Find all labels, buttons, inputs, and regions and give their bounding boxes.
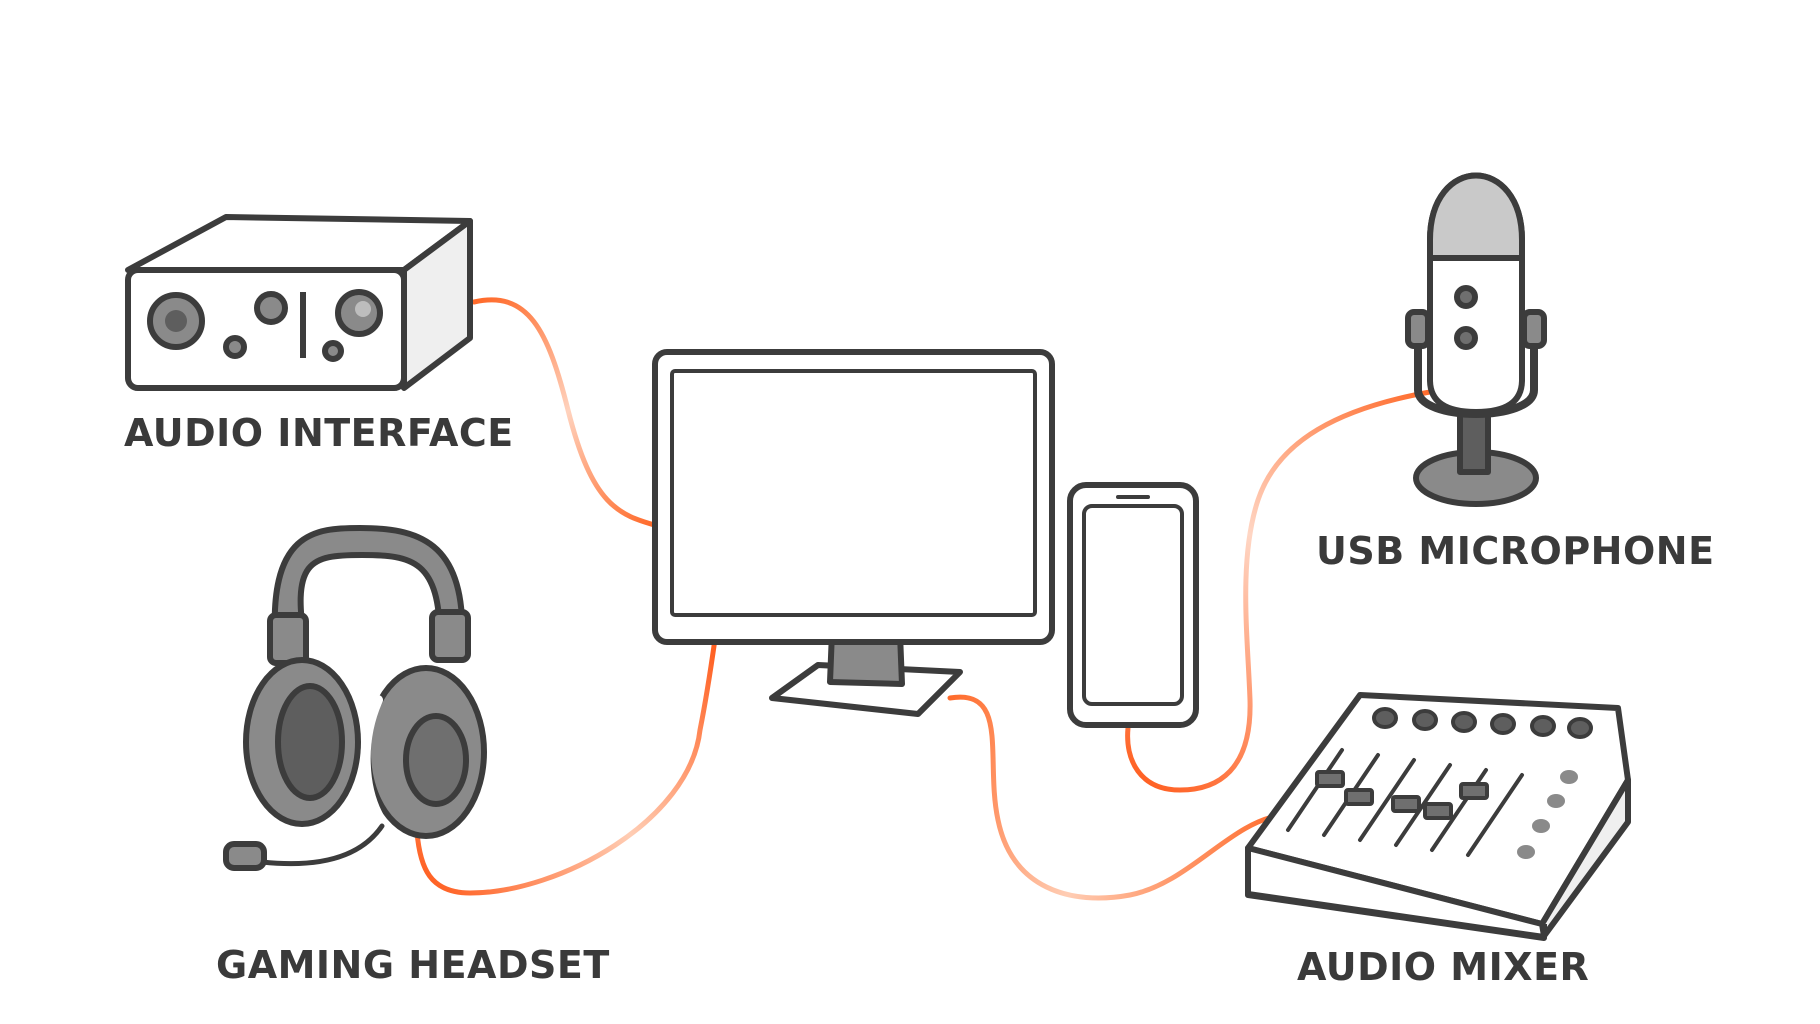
headset-earcup-right-inner xyxy=(403,713,469,807)
mixer-knob-1 xyxy=(1372,707,1398,729)
audio-mixer-icon xyxy=(1245,692,1631,941)
cable-headset-to-monitor xyxy=(414,629,719,896)
mixer-fader-track-3 xyxy=(1358,758,1416,842)
audio-interface-knob-large-right-center xyxy=(355,301,371,317)
monitor-stand-base xyxy=(769,662,963,717)
device-labels: AUDIO INTERFACE GAMING HEADSET USB MICRO… xyxy=(124,411,1715,989)
smartphone-icon xyxy=(1067,482,1199,728)
mic-grille xyxy=(1427,172,1525,261)
headset-earcup-left-inner xyxy=(275,683,345,801)
gaming-headset-icon xyxy=(223,525,487,871)
phone-screen xyxy=(1082,504,1184,706)
usb-microphone-icon xyxy=(1405,172,1547,507)
mixer-front-outline xyxy=(1245,848,1547,940)
mixer-fader-cap-4 xyxy=(1423,802,1453,820)
mixer-button-3 xyxy=(1532,819,1550,833)
cable-microphone-to-phone xyxy=(1125,389,1433,793)
headset-slider-left xyxy=(267,612,309,666)
mixer-fader-cap-2 xyxy=(1344,788,1374,806)
mic-yoke-knob-left xyxy=(1405,309,1431,349)
cable-monitor-stand-to-mixer xyxy=(947,694,1285,901)
audio-interface-knob-mid xyxy=(254,291,288,325)
mixer-fader-track-6 xyxy=(1466,773,1524,857)
mixer-fader-cap-5 xyxy=(1459,782,1489,800)
label-usb-microphone: USB MICROPHONE xyxy=(1316,529,1715,573)
monitor-screen xyxy=(670,369,1037,617)
mixer-button-4 xyxy=(1517,845,1535,859)
mixer-knobs xyxy=(1372,707,1593,739)
label-audio-interface: AUDIO INTERFACE xyxy=(124,411,514,455)
computer-monitor-icon xyxy=(652,349,1055,717)
label-gaming-headset: GAMING HEADSET xyxy=(216,943,610,987)
mic-yoke-knob-right xyxy=(1521,309,1547,349)
headset-mic-boom xyxy=(259,823,385,867)
mic-stand-pole xyxy=(1457,407,1491,475)
mixer-knob-6 xyxy=(1567,717,1593,739)
audio-interface-knob-small-right xyxy=(322,340,344,362)
mixer-knob-3 xyxy=(1451,711,1477,733)
headset-slider-right xyxy=(429,609,471,663)
cables xyxy=(414,297,1433,901)
mixer-fader-cap-1 xyxy=(1315,770,1345,788)
mixer-fader-cap-3 xyxy=(1391,795,1421,813)
mixer-button-1 xyxy=(1560,770,1578,784)
mic-control-lower xyxy=(1454,326,1478,350)
mixer-knob-5 xyxy=(1530,715,1556,737)
cable-audio-interface-to-monitor xyxy=(471,297,661,529)
headset-mic-tip xyxy=(223,841,267,871)
mixer-fader-track-1 xyxy=(1286,748,1344,832)
mixer-buttons xyxy=(1517,770,1578,859)
mixer-knob-4 xyxy=(1490,713,1516,735)
mixer-knob-2 xyxy=(1412,709,1438,731)
audio-interface-knob-large-left-center xyxy=(165,310,187,332)
mic-control-upper xyxy=(1454,285,1478,309)
label-audio-mixer: AUDIO MIXER xyxy=(1297,945,1589,989)
mixer-button-2 xyxy=(1547,794,1565,808)
audio-interface-knob-small-left xyxy=(223,335,247,359)
mixer-fader-track-4 xyxy=(1394,763,1452,847)
headset-earcup-right-highlight xyxy=(360,695,387,827)
mixer-fader-caps xyxy=(1315,770,1489,820)
audio-interface-icon xyxy=(125,214,473,391)
